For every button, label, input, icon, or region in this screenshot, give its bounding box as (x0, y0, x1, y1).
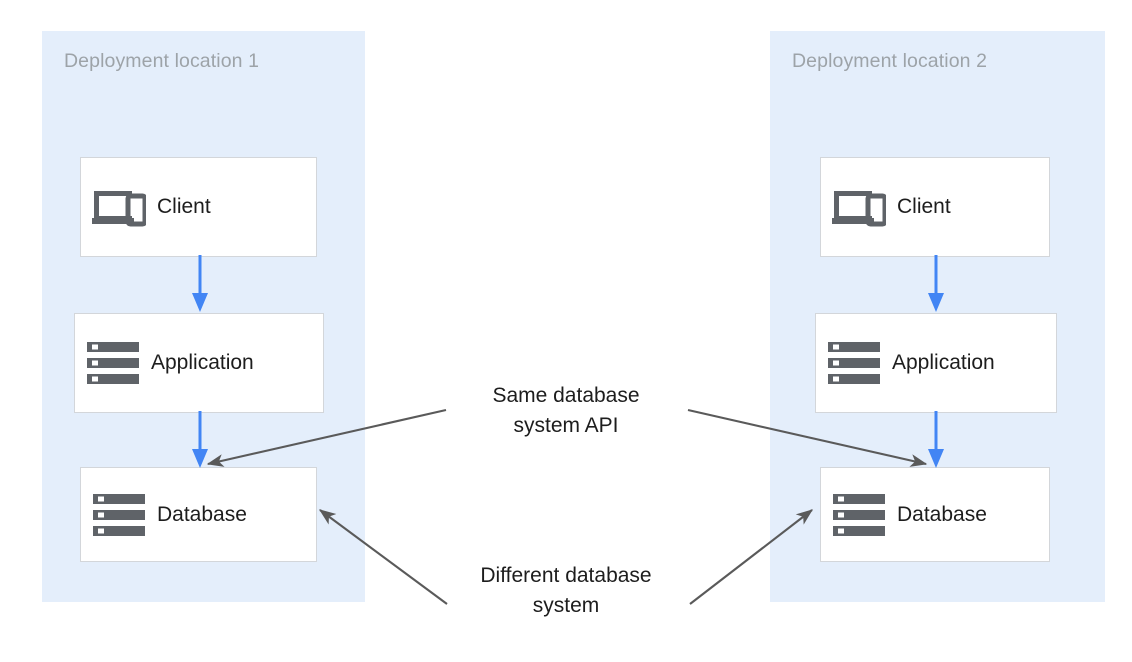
node-application-location-1[interactable]: Application (74, 313, 324, 413)
panel-title-location-2: Deployment location 2 (792, 50, 988, 72)
node-database-location-2[interactable]: Database (820, 467, 1050, 562)
node-label: Application (892, 351, 995, 374)
devices-icon (81, 187, 157, 227)
flow-arrow-application-to-database-location-1 (192, 411, 208, 468)
node-label: Application (151, 351, 254, 374)
node-client-location-2[interactable]: Client (820, 157, 1050, 257)
server-icon (81, 493, 157, 536)
node-client-location-1[interactable]: Client (80, 157, 317, 257)
annotation-same-database-system-api: Same database system API (492, 384, 640, 437)
flow-arrow-application-to-database-location-2 (928, 411, 944, 468)
flow-arrow-client-to-application-location-1 (192, 255, 208, 312)
devices-icon (821, 187, 897, 227)
panel-title-location-1: Deployment location 1 (64, 50, 260, 72)
node-application-location-2[interactable]: Application (815, 313, 1057, 413)
annotation-different-database-system: Different database system (480, 564, 652, 617)
node-database-location-1[interactable]: Database (80, 467, 317, 562)
server-icon (816, 342, 892, 384)
server-icon (75, 342, 151, 384)
server-icon (821, 493, 897, 536)
node-label: Client (157, 195, 211, 218)
node-label: Database (897, 502, 987, 526)
flow-arrow-client-to-application-location-2 (928, 255, 944, 312)
node-label: Client (897, 195, 951, 218)
node-label: Database (157, 502, 247, 526)
